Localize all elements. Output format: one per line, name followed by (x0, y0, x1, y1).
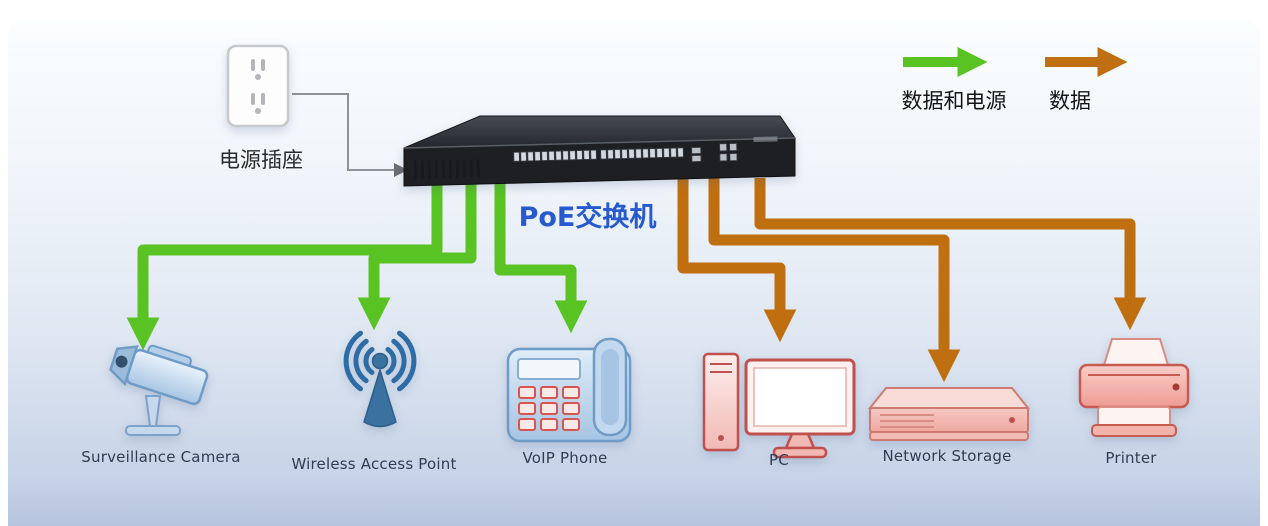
voip-phone-icon (506, 337, 632, 443)
arrow-switch-to-voip-phone (494, 180, 588, 334)
poe-switch-label: PoE交换机 (518, 202, 657, 233)
power-cord-arrowhead (394, 163, 408, 177)
surveillance-camera-icon (109, 344, 209, 436)
arrow-switch-to-pc (677, 178, 797, 343)
network-storage-icon (867, 387, 1031, 441)
power-outlet-icon (226, 44, 290, 128)
power-outlet-label: 电源插座 (219, 148, 303, 172)
printer-label: Printer (1105, 449, 1157, 467)
pc-icon (702, 352, 856, 459)
voip-phone-label: VoIP Phone (522, 449, 608, 467)
printer-icon (1078, 338, 1190, 437)
poe-switch-icon (403, 115, 796, 187)
diagram-background (8, 20, 1260, 526)
arrow-switch-to-network-storage (708, 178, 961, 383)
wireless-access-point-icon (343, 330, 417, 428)
surveillance-camera-label: Surveillance Camera (81, 448, 241, 466)
wireless-access-point-label: Wireless Access Point (291, 455, 457, 473)
power-cord-line (292, 93, 394, 171)
arrow-switch-to-printer (754, 178, 1147, 331)
arrow-switch-to-camera (126, 180, 443, 351)
legend-label-data-and-power: 数据和电源 (901, 89, 1007, 113)
legend-label-data: 数据 (1049, 89, 1091, 113)
network-storage-label: Network Storage (882, 447, 1012, 465)
arrow-switch-to-access-point (357, 180, 477, 331)
pc-label: PC (769, 451, 789, 469)
